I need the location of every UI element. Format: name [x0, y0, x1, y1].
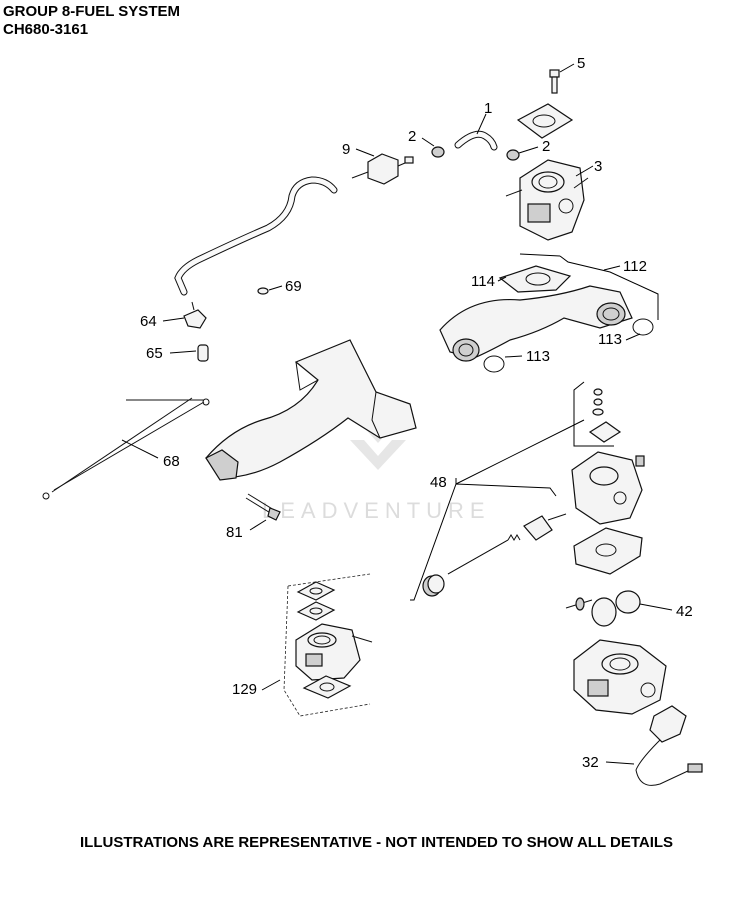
callout-65[interactable]: 65	[146, 345, 163, 362]
callout-81[interactable]: 81	[226, 524, 243, 541]
callout-113-right[interactable]: 113	[598, 331, 622, 348]
page-title: GROUP 8-FUEL SYSTEM	[3, 3, 180, 20]
needle-valve	[523, 513, 567, 541]
kit-48-bracket	[410, 419, 585, 601]
part-1-hose[interactable]	[454, 130, 498, 151]
part-2-clamp-right[interactable]	[506, 149, 520, 161]
carburetor-gasket-kit	[573, 527, 643, 575]
part-114-gasket[interactable]	[498, 265, 572, 293]
callout-69[interactable]: 69	[285, 278, 302, 295]
plug	[422, 574, 445, 597]
callout-64[interactable]: 64	[140, 313, 157, 330]
intake-manifold	[205, 339, 417, 481]
callout-68[interactable]: 68	[163, 453, 180, 470]
part-112-manifold-assembly[interactable]	[439, 285, 633, 362]
callout-48[interactable]: 48	[430, 474, 447, 491]
watermark: LEADVENTURE	[262, 418, 491, 523]
choke-shaft	[447, 539, 509, 575]
fuel-hose-line	[174, 176, 338, 296]
callout-113-left[interactable]: 113	[526, 348, 550, 365]
lower-carburetor-body	[573, 639, 667, 715]
carburetor-top-gasket	[516, 103, 574, 139]
carburetor-body-kit	[571, 451, 645, 525]
callout-112[interactable]: 112	[623, 258, 647, 275]
part-64-fitting[interactable]	[183, 301, 207, 329]
part-113-o-ring-left[interactable]	[483, 355, 505, 373]
part-65-sleeve[interactable]	[197, 344, 209, 362]
part-129-carburetor-kit[interactable]	[295, 581, 373, 699]
part-5-bolt[interactable]	[549, 69, 560, 94]
part-69-washer[interactable]	[257, 287, 269, 295]
callout-5[interactable]: 5	[577, 55, 585, 72]
callout-2-left[interactable]: 2	[408, 128, 416, 145]
callout-42[interactable]: 42	[676, 603, 693, 620]
callout-9[interactable]: 9	[342, 141, 350, 158]
kit-bracket-upper	[573, 381, 614, 447]
part-9-fuel-filter[interactable]	[351, 153, 414, 185]
small-hardware-stack	[588, 388, 622, 443]
callout-114[interactable]: 114	[471, 273, 495, 290]
part-42-solenoid[interactable]	[565, 590, 641, 627]
callout-2-right[interactable]: 2	[542, 138, 550, 155]
callout-1[interactable]: 1	[484, 100, 492, 117]
part-113-o-ring-right[interactable]	[632, 318, 654, 336]
watermark-text: LEADVENTURE	[262, 498, 491, 523]
part-3-carburetor[interactable]	[505, 159, 589, 241]
kit-129-bracket	[283, 573, 371, 717]
callout-3[interactable]: 3	[594, 158, 602, 175]
model-number: CH680-3161	[3, 21, 89, 38]
part-2-clamp-left[interactable]	[431, 146, 445, 158]
exploded-parts-diagram: LEADVENTURE 5 1 2 2 9	[42, 55, 703, 786]
spring	[507, 534, 521, 541]
part-32-wire-harness[interactable]	[635, 705, 703, 786]
callout-129[interactable]: 129	[232, 681, 257, 698]
callout-32[interactable]: 32	[582, 754, 599, 771]
part-68-cable[interactable]	[42, 397, 210, 500]
part-81-bolt[interactable]	[245, 493, 281, 521]
disclaimer-footer: ILLUSTRATIONS ARE REPRESENTATIVE - NOT I…	[80, 834, 674, 851]
